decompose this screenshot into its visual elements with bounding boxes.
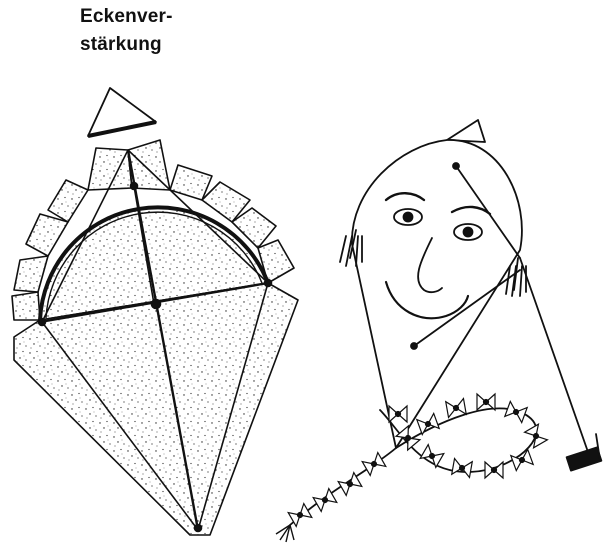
face-kite: [290, 120, 601, 525]
line-reel: [567, 447, 602, 470]
face-kite-top-cap: [447, 120, 485, 142]
construction-kite: [12, 88, 298, 535]
kite-lower-panel: [14, 283, 298, 535]
face-kite-body: [352, 140, 522, 448]
tail-end-tassel: [276, 525, 294, 542]
